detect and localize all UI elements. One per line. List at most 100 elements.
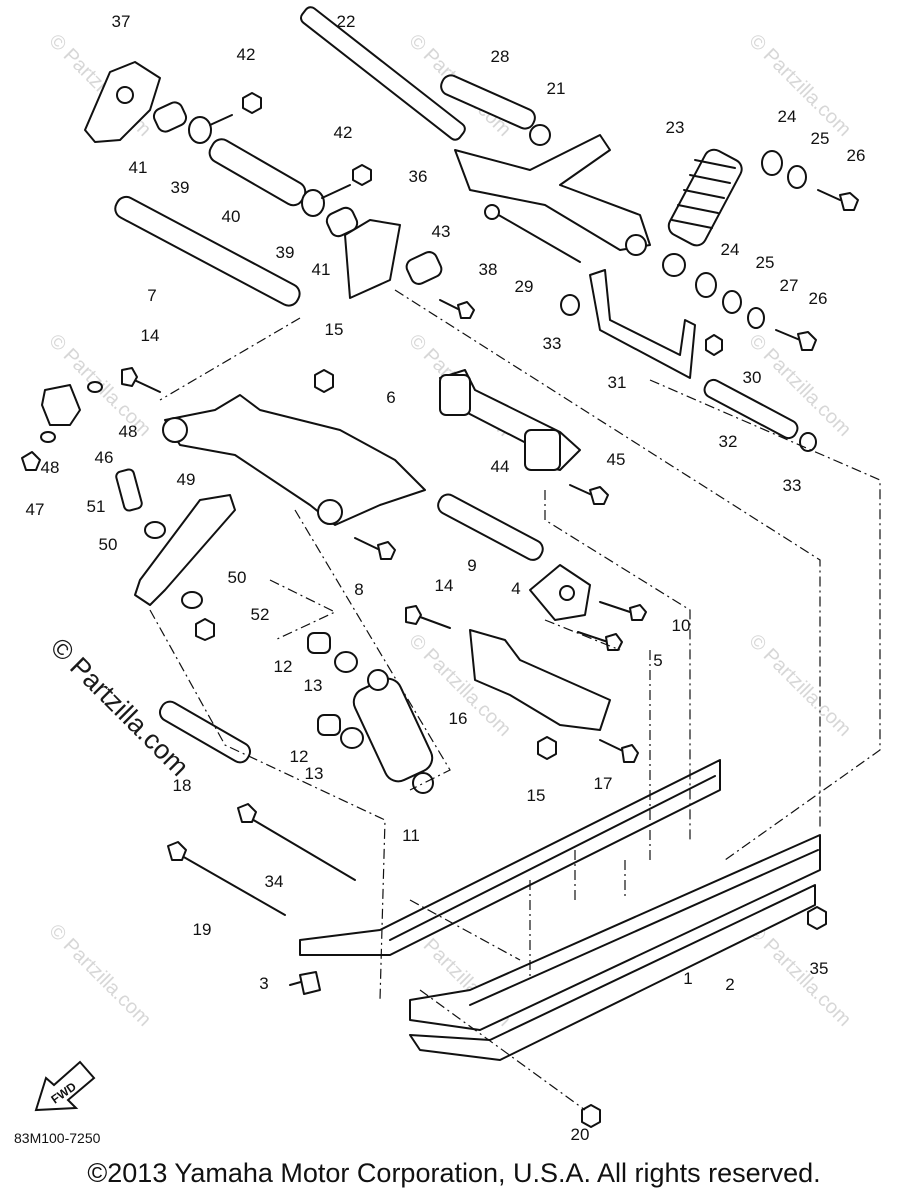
part-label: 29 — [514, 277, 534, 296]
part-label: 8 — [354, 580, 364, 599]
part-label: 12 — [273, 657, 293, 676]
part-label: 25 — [755, 253, 775, 272]
part-bolt-5 — [605, 633, 623, 651]
part-rail-upper — [299, 759, 721, 956]
part-bolt-8 — [377, 541, 396, 560]
part-nut-33 — [799, 432, 817, 452]
part-plate-36 — [344, 219, 401, 299]
part-washer-27 — [747, 307, 765, 329]
part-label: 13 — [304, 764, 324, 783]
part-label: 16 — [448, 709, 468, 728]
part-label: 37 — [111, 12, 131, 31]
part-label: 49 — [176, 470, 196, 489]
part-label: 24 — [720, 240, 740, 259]
part-label: 39 — [170, 178, 190, 197]
part-label: 33 — [782, 476, 802, 495]
part-label: 47 — [25, 500, 45, 519]
copyright-notice: ©2013 Yamaha Motor Corporation, U.S.A. A… — [87, 1158, 821, 1188]
part-label: 32 — [718, 432, 738, 451]
part-label: 38 — [478, 260, 498, 279]
part-label: 4 — [511, 579, 521, 598]
part-label: 42 — [236, 45, 256, 64]
part-label: 15 — [526, 786, 546, 805]
part-label: 41 — [311, 260, 331, 279]
part-label: 40 — [221, 207, 241, 226]
part-label: 52 — [250, 605, 270, 624]
part-label: 2 — [725, 975, 735, 994]
part-bolt-26 — [839, 192, 859, 211]
part-label: 31 — [607, 373, 627, 392]
part-label: 21 — [546, 79, 566, 98]
part-label: 35 — [809, 959, 829, 978]
part-washer-39 — [188, 116, 212, 144]
part-screw-3 — [299, 971, 321, 995]
part-nut-42 — [352, 164, 372, 186]
part-bolt-47 — [21, 451, 41, 471]
part-nut-52 — [195, 618, 215, 641]
part-label: 14 — [140, 326, 160, 345]
part-label: 11 — [402, 826, 420, 845]
part-label: 51 — [86, 497, 106, 516]
part-label: 20 — [570, 1125, 590, 1144]
part-label: 17 — [593, 774, 613, 793]
part-label: 43 — [431, 222, 451, 241]
part-rod-7 — [114, 195, 301, 307]
part-label: 48 — [40, 458, 60, 477]
part-link-31 — [589, 269, 696, 379]
part-bushing-24 — [695, 272, 717, 298]
part-block-46 — [41, 384, 81, 426]
part-collar-12 — [307, 632, 331, 654]
part-collar-25 — [787, 165, 807, 189]
part-rod-9 — [437, 493, 544, 561]
part-label: 13 — [303, 676, 323, 695]
part-label: 46 — [94, 448, 114, 467]
part-label: 39 — [275, 243, 295, 262]
part-bolt-45 — [589, 486, 609, 505]
part-link-49 — [134, 494, 236, 606]
part-collar-25 — [722, 290, 742, 314]
part-bolt-26 — [797, 331, 817, 351]
part-bolt-14 — [405, 605, 422, 625]
part-shock-11 — [352, 669, 434, 794]
part-label: 7 — [147, 286, 157, 305]
part-label: 42 — [333, 123, 353, 142]
part-label: 48 — [118, 422, 138, 441]
part-rod-18 — [158, 700, 252, 764]
part-bolt-10 — [629, 604, 647, 621]
part-bolt-34 — [244, 814, 356, 881]
part-washer-50 — [144, 521, 166, 539]
part-bolt-51 — [115, 468, 143, 512]
part-nut-30 — [705, 334, 723, 356]
part-nut-15 — [537, 736, 557, 760]
part-label: 33 — [542, 334, 562, 353]
part-label: 45 — [606, 450, 626, 469]
fwd-arrow-icon — [34, 1060, 96, 1112]
part-shaft-22 — [300, 6, 466, 141]
part-label: 10 — [671, 616, 691, 635]
part-bolt-38 — [457, 301, 475, 319]
part-bolt-17 — [621, 744, 639, 763]
part-collar-12 — [317, 714, 341, 736]
part-rod-28 — [440, 74, 536, 130]
part-washer-39 — [301, 189, 325, 217]
part-label: 36 — [408, 167, 428, 186]
part-label: 50 — [227, 568, 247, 587]
part-label: 1 — [683, 969, 693, 988]
part-label: 14 — [434, 576, 454, 595]
part-collar-41 — [152, 101, 188, 133]
part-label: 34 — [264, 872, 284, 891]
part-label: 41 — [128, 158, 148, 177]
part-label: 24 — [777, 107, 797, 126]
part-label: 23 — [665, 118, 685, 137]
part-nut-35 — [807, 906, 827, 930]
part-shock-23 — [662, 148, 743, 277]
part-arm-21 — [454, 134, 651, 251]
part-swingarm-6 — [164, 394, 426, 526]
part-nut-15 — [314, 369, 334, 393]
part-label: 3 — [259, 974, 269, 993]
part-bolt-19 — [174, 851, 286, 916]
part-label: 9 — [467, 556, 477, 575]
part-label: 30 — [742, 368, 762, 387]
part-bushing-24 — [761, 150, 783, 176]
